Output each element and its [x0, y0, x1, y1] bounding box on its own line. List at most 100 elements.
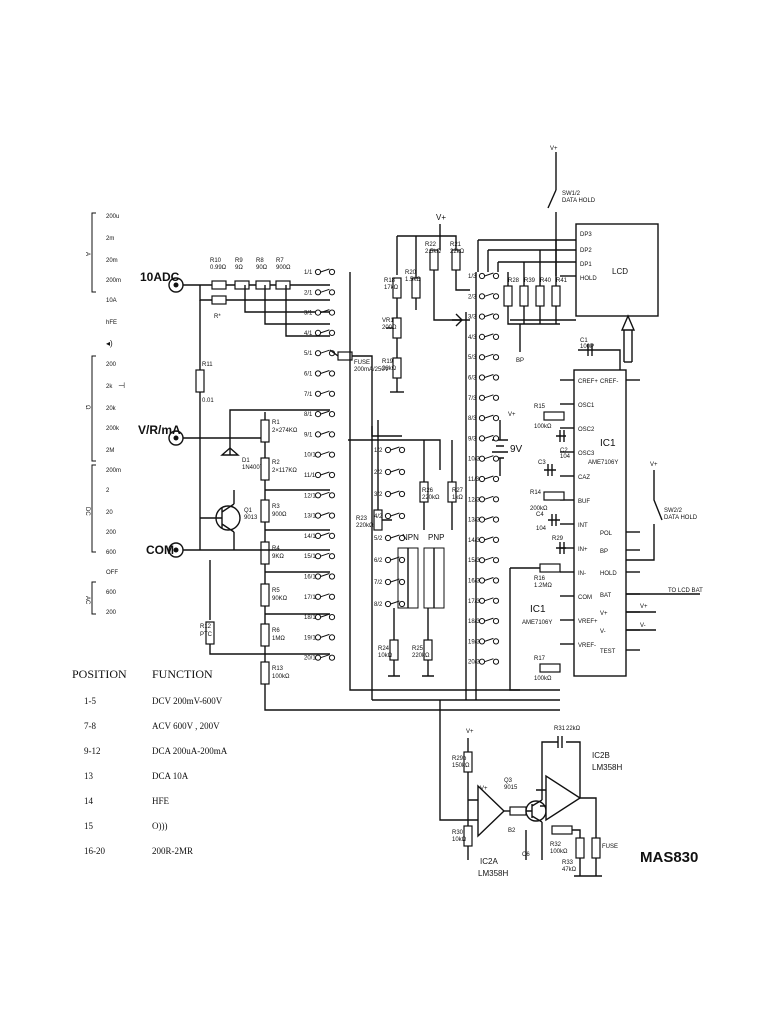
switch-contact [328, 471, 336, 479]
switch-blade [484, 292, 494, 297]
range-label: 600 [106, 590, 117, 596]
switch-position-label: 15/3 [468, 558, 480, 564]
ic-pin-label: TEST [600, 649, 616, 655]
ref-label: R* [214, 314, 221, 320]
switch-contact [398, 556, 406, 564]
switch-contact [478, 435, 486, 442]
table-cell-position: 16-20 [84, 846, 105, 856]
switch-contact [478, 313, 486, 320]
ic1-support: R15 100kΩ C2 104 C3 R14 200kΩ C4 104 R29… [509, 404, 571, 691]
switch-position-label: 19/3 [468, 639, 480, 645]
low-battery-detector: V+ R29b 150kΩ R30 10kΩ V+ IC2A LM358H Q3… [439, 700, 622, 878]
switch-contact [478, 394, 486, 401]
diode-symbol-label: ◂) [106, 339, 113, 348]
resistor-r32 [575, 837, 585, 859]
value-label: PTC [200, 632, 213, 638]
value-label: 22kΩ [450, 249, 465, 255]
ic-name: IC1 [600, 438, 616, 449]
value-label: 200Ω [382, 325, 397, 331]
resistor-r6 [260, 623, 270, 647]
switch-contact [384, 578, 392, 586]
switch-blade [390, 490, 400, 495]
rotary-switch-mid: 1/22/23/24/25/26/27/28/2 [374, 446, 406, 608]
switch-contact [384, 446, 392, 454]
ic-pin-label: VREF- [578, 643, 596, 649]
resistor-r15 [543, 411, 565, 421]
resistor-r41 [551, 285, 561, 307]
switch-blade [390, 600, 400, 605]
switch-position-label: 4/1 [304, 331, 313, 337]
switch-contact [314, 654, 322, 661]
ref-label: VR1 [382, 318, 394, 324]
switch-position-label: 1/3 [468, 274, 477, 280]
range-side-label: AC [84, 596, 90, 605]
table-cell-position: 14 [84, 796, 94, 806]
switch-contact [328, 634, 336, 641]
switch-position-label: 17/3 [468, 599, 480, 605]
ic-pin-label: COM [578, 595, 592, 601]
switch-contact [398, 512, 406, 520]
switch-blade [484, 353, 494, 358]
ic-pin-label: BUF [578, 499, 590, 505]
switch-position-label: 18/1 [304, 615, 316, 621]
switch-contact [314, 512, 322, 519]
ref-label: R10 [210, 258, 222, 264]
switch-contact [492, 455, 500, 462]
range-label: 10A [106, 298, 117, 304]
switch-contact [478, 536, 486, 544]
hfe-socket: R23 220kΩ R26 220kΩ R27 1kΩ NPN PNP R24 … [348, 420, 464, 677]
range-side-label: A [84, 252, 90, 256]
range-label: 200 [106, 362, 117, 368]
shunt-chain: R10 0.99Ω R9 9Ω R8 90Ω R7 900Ω R* R11 0.… [183, 258, 330, 550]
ref-label: R24 [378, 646, 390, 652]
switch-contact [384, 600, 392, 608]
ref-label: D1 [242, 458, 250, 464]
switch-contact [384, 468, 392, 476]
supply-label: V+ [508, 412, 516, 418]
switch-contact [492, 496, 500, 503]
to-lcd-bat-label: TO LCD BAT [668, 588, 703, 594]
switch-contact [478, 455, 486, 462]
switch-position-label: 10/3 [468, 457, 480, 463]
switch-contact [328, 451, 336, 458]
ref-label: R25 [412, 646, 424, 652]
switch-contact [328, 370, 336, 377]
value-label: 2×274KΩ [272, 428, 298, 434]
switch-contact [478, 374, 486, 381]
switch-contact [314, 492, 322, 499]
value-label: 9013 [244, 515, 258, 521]
switch-contact [314, 593, 322, 600]
resistor-rstar [211, 295, 227, 305]
switch-blade [484, 556, 494, 561]
table-cell-function: DCA 10A [152, 771, 189, 781]
ref-label: R15 [534, 404, 546, 410]
value-label: 28kΩ [382, 366, 397, 372]
value-label: 9KΩ [272, 554, 284, 560]
supply-label: V- [640, 623, 646, 629]
ic-pin-label: CAZ [578, 475, 590, 481]
switch-position-label: 20/3 [468, 660, 480, 666]
supply-label: V+ [650, 462, 658, 468]
ref-label: R2 [272, 460, 280, 466]
switch-contact [384, 490, 392, 498]
switch-position-label: 6/2 [374, 558, 383, 564]
ic-pin-label: OSC2 [578, 427, 595, 433]
switch-position-label: 2/1 [304, 290, 313, 296]
switch-blade [484, 495, 494, 500]
value-label: 1kΩ [452, 495, 463, 501]
switch-blade [484, 577, 494, 581]
ref-label: R8 [256, 258, 264, 264]
ref-label: C1 [580, 338, 588, 344]
ic-part: AME7106Y [588, 460, 618, 466]
ref-label: C3 [538, 460, 546, 466]
ic-pin-label: IN+ [578, 547, 588, 553]
range-label: 20k [106, 406, 117, 412]
switch-blade [320, 370, 330, 374]
switch-position-label: 6/3 [468, 376, 477, 382]
resistor-r17 [539, 663, 561, 673]
resistor-r8 [255, 280, 271, 290]
switch-contact [398, 490, 406, 498]
resistor-r29b [463, 825, 473, 847]
ic-name: IC2B [592, 751, 610, 760]
